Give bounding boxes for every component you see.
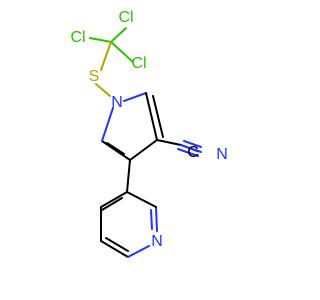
bond-c3-c4	[129, 139, 158, 161]
bond-c3-cn	[156, 139, 182, 146]
bond-pyr-c4-n	[127, 245, 150, 258]
atom-cl-left: Cl	[70, 29, 85, 46]
atom-sulfur: S	[89, 68, 100, 85]
bond-pyr-c3-c4-inner	[105, 237, 129, 252]
atom-nitrile-carbon: C	[187, 144, 199, 161]
atom-pyrrole-nitrogen: N	[111, 94, 123, 111]
molecule-canvas: Cl Cl Cl S N N N C	[70, 9, 228, 258]
bond-c4-c5-double	[106, 142, 125, 155]
atom-pyridine-nitrogen: N	[151, 233, 163, 250]
bond-s-n	[95, 83, 111, 97]
atom-cl-right: Cl	[131, 55, 146, 72]
bond-c-cl-left	[89, 37, 112, 43]
bond-pyr-c5-c1	[126, 191, 157, 208]
bond-c4-c5	[101, 140, 131, 161]
bond-pyr-n-c5-inner	[150, 209, 153, 230]
bond-nitrile-triple-2	[180, 144, 202, 153]
bond-c5-n	[101, 107, 114, 142]
bond-c2-c3-double	[152, 95, 164, 138]
bond-nitrile-triple-3	[177, 148, 199, 157]
bond-pyr-c1-c2	[100, 191, 128, 208]
bond-c-cl-right	[110, 41, 134, 63]
atom-cl-top: Cl	[118, 9, 133, 26]
bond-nitrile-triple-1	[183, 140, 202, 148]
bond-pyr-c1-c2-inner	[101, 197, 123, 211]
bond-c2-c3	[145, 92, 158, 141]
atom-nitrile-nitrogen: N	[216, 146, 228, 163]
molecular-structure: Cl Cl Cl S N N N C	[70, 9, 228, 258]
bond-n-c2	[123, 92, 147, 102]
bond-c-cl-top	[110, 27, 127, 43]
bond-pyr-c3-c4	[100, 240, 129, 258]
bond-pyrrole-pyridine	[126, 159, 131, 193]
bond-c-s	[100, 41, 112, 71]
bond-pyr-n-c5	[155, 206, 158, 232]
